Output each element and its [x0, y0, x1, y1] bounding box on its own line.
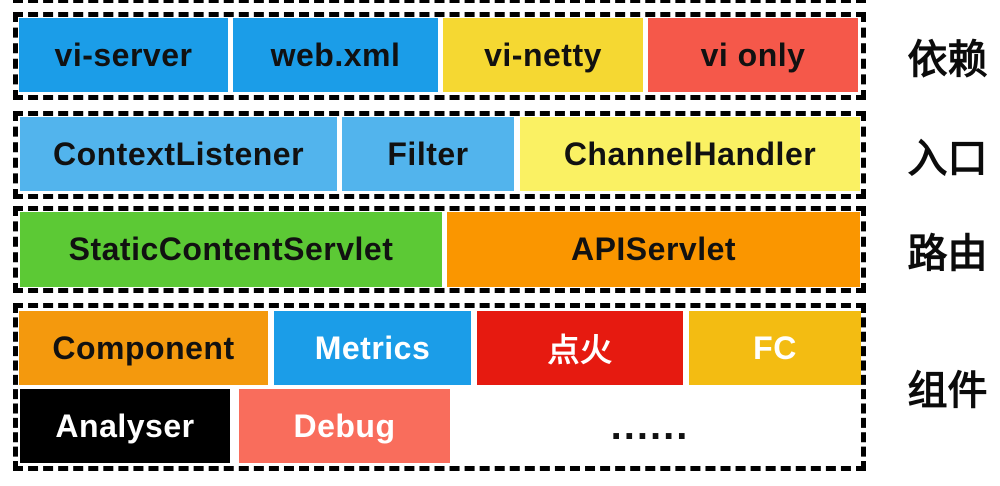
block-web-xml: web.xml — [233, 18, 438, 92]
block-contextlistener: ContextListener — [20, 117, 337, 191]
block-staticcontentservlet: StaticContentServlet — [20, 212, 442, 287]
block-vi-only: vi only — [648, 18, 858, 92]
block-component: Component — [19, 311, 268, 385]
block-ignition: 点火 — [477, 311, 683, 385]
block-analyser: Analyser — [20, 389, 230, 463]
row-label-entry: 入口 — [907, 137, 988, 181]
block-vi-netty: vi-netty — [443, 18, 643, 92]
block-apiservlet: APIServlet — [447, 212, 860, 287]
block-debug: Debug — [239, 389, 450, 463]
row-label-components: 组件 — [907, 369, 988, 413]
cropped-top-dashed-border — [13, 0, 866, 3]
block-metrics: Metrics — [274, 311, 471, 385]
row-label-routing: 路由 — [907, 231, 988, 276]
block-fc: FC — [689, 311, 861, 385]
block-filter: Filter — [342, 117, 514, 191]
row-label-dependencies: 依赖 — [907, 38, 988, 82]
block-vi-server: vi-server — [19, 18, 228, 92]
block-channelhandler: ChannelHandler — [520, 117, 860, 191]
ellipsis-text: ...... — [610, 403, 690, 448]
